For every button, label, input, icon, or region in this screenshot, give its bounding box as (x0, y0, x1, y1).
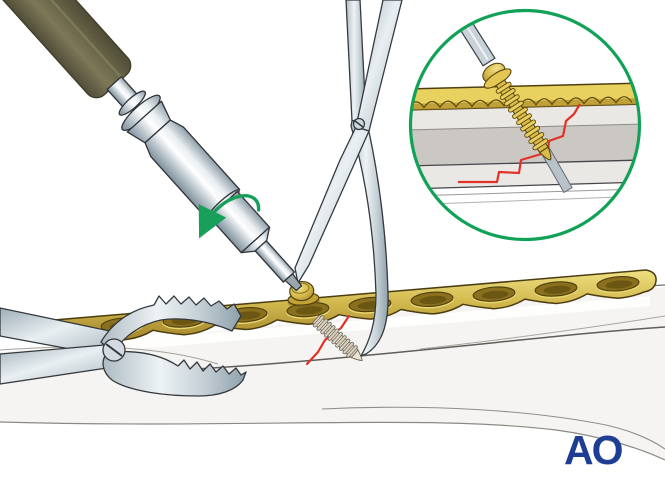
bone (0, 284, 665, 461)
screwdriver (0, 0, 303, 292)
detail-inset (408, 8, 642, 242)
inset-border (408, 8, 642, 242)
clamp-lower-serrated-jaw (102, 350, 247, 397)
ao-logo-text: AO (564, 427, 623, 473)
screwdriver-flange-small (118, 90, 147, 116)
clamp-upper-serrated-jaw (100, 295, 242, 354)
rotation-arrow-icon (198, 194, 261, 239)
inset-lag-screw (482, 62, 552, 161)
screwdriver-shaft (254, 240, 296, 283)
ao-logo: AO (564, 427, 625, 473)
bone-body (0, 287, 665, 460)
bone-highlight (30, 296, 650, 358)
pointed-reduction-forceps (294, 0, 403, 357)
fracture-line (305, 314, 351, 366)
forceps-arm-right-lower (294, 126, 370, 284)
screw-head (287, 280, 320, 308)
lag-screw (311, 314, 363, 361)
serrated-bone-clamp (0, 295, 247, 397)
forceps-pivot-slot (354, 120, 364, 128)
clamp-pivot-slot (105, 343, 123, 357)
bone-contour-lines (0, 284, 665, 461)
screwdriver-tip (284, 273, 303, 292)
inset-content (410, 10, 640, 205)
forceps-arm-left-lower (350, 117, 389, 357)
